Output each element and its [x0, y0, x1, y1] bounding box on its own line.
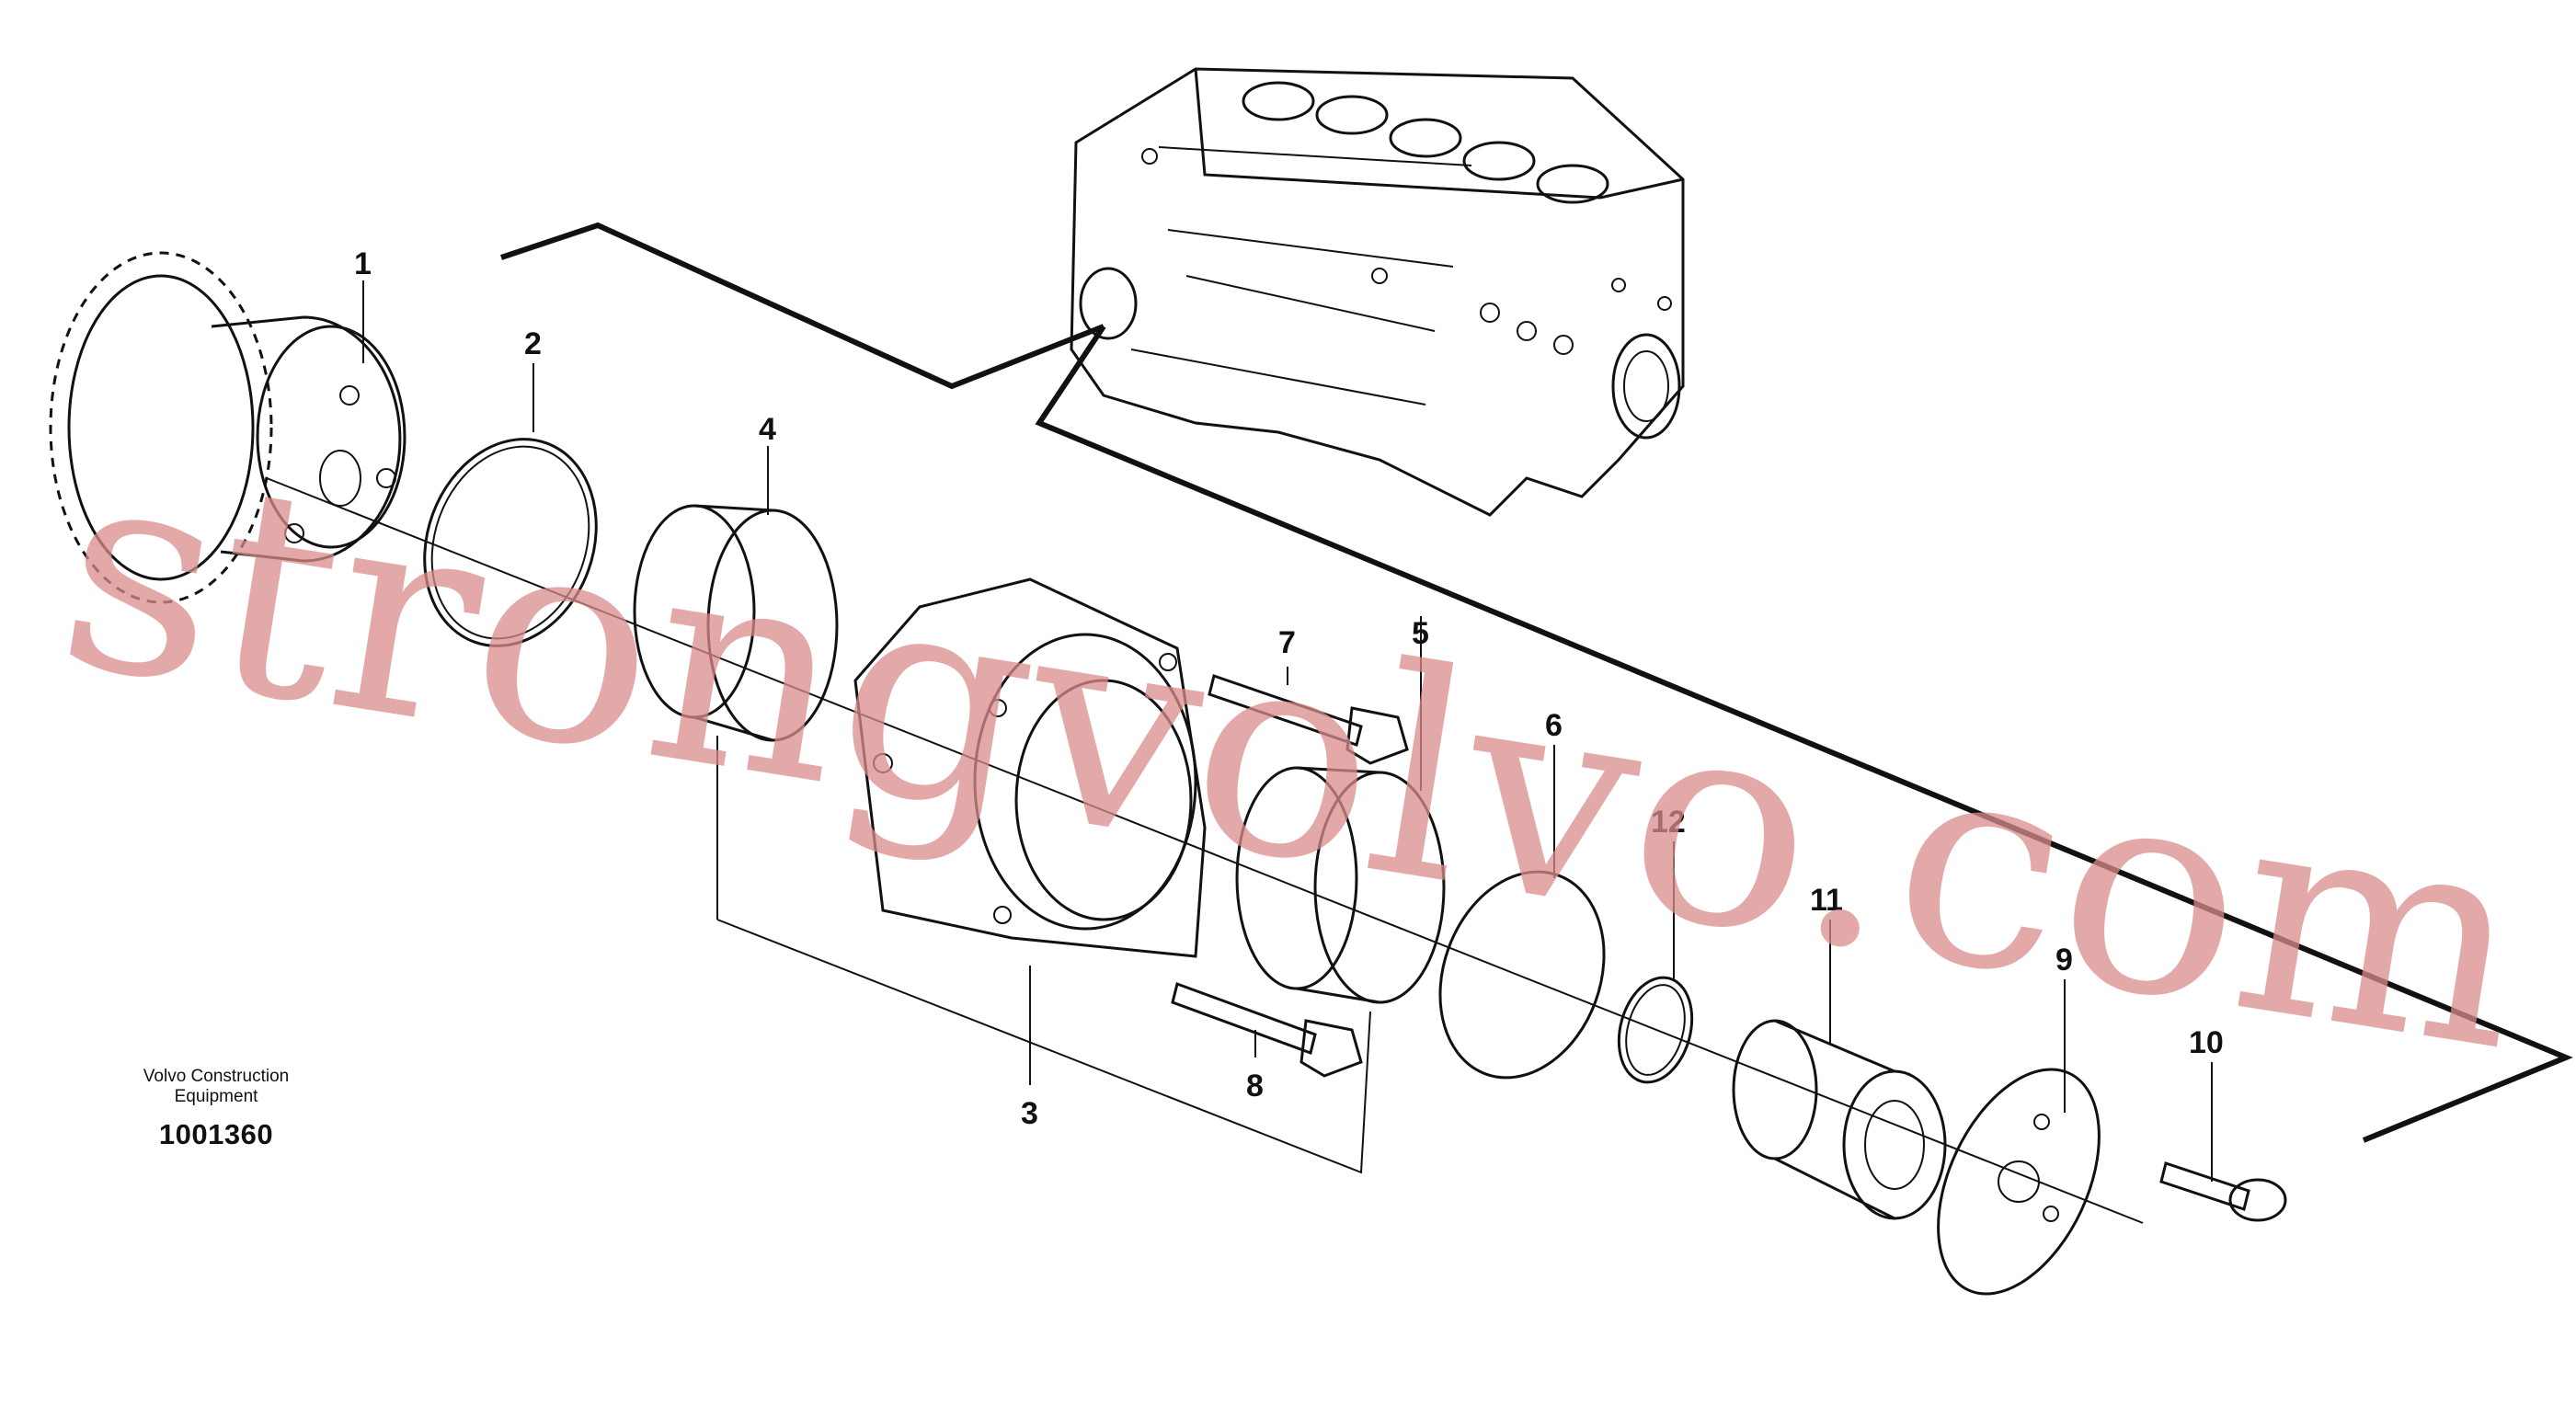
watermark-text: strongvolvo.com	[41, 399, 2546, 1115]
pump-housing	[853, 577, 1207, 958]
caption-org-line1: Volvo Construction	[143, 1067, 290, 1086]
cap-screw	[2159, 1161, 2287, 1222]
engine-block	[1070, 67, 1685, 517]
bushing-front	[633, 504, 839, 742]
callout-labels: 1 2 4 3 7 8 5 6 12 11 9 10	[354, 246, 2224, 1131]
callout-7: 7	[1278, 625, 1296, 660]
flange-plate	[1937, 1068, 2101, 1296]
caption-org-line2: Equipment	[174, 1087, 258, 1106]
o-ring-large	[423, 438, 598, 647]
bushing-rear	[1235, 766, 1446, 1004]
pump-rotor	[1732, 1019, 1947, 1220]
callout-10: 10	[2189, 1025, 2224, 1060]
callout-leaders	[362, 280, 2213, 1182]
o-ring-small	[1438, 870, 1606, 1080]
drive-gear	[49, 251, 406, 604]
assembly-axis	[266, 477, 2144, 1224]
callout-4: 4	[759, 412, 776, 447]
bolt-lower	[1171, 982, 1363, 1078]
callout-6: 6	[1545, 708, 1563, 743]
o-ring-large-inner	[430, 445, 590, 640]
figure-caption: Volvo Construction Equipment 1001360	[120, 1067, 313, 1151]
snap-ring	[1617, 976, 1694, 1084]
callout-3: 3	[1021, 1096, 1038, 1131]
callout-9: 9	[2055, 943, 2073, 977]
callout-8: 8	[1246, 1069, 1264, 1103]
callout-2: 2	[524, 326, 542, 361]
snap-ring-inner	[1625, 984, 1686, 1076]
caption-number: 1001360	[158, 1118, 274, 1150]
callout-1: 1	[354, 246, 372, 281]
callout-12: 12	[1651, 805, 1686, 840]
callout-5: 5	[1412, 616, 1429, 651]
callout-11: 11	[1810, 883, 1843, 918]
bolt-upper	[1208, 674, 1409, 765]
location-frame	[500, 222, 2573, 1143]
